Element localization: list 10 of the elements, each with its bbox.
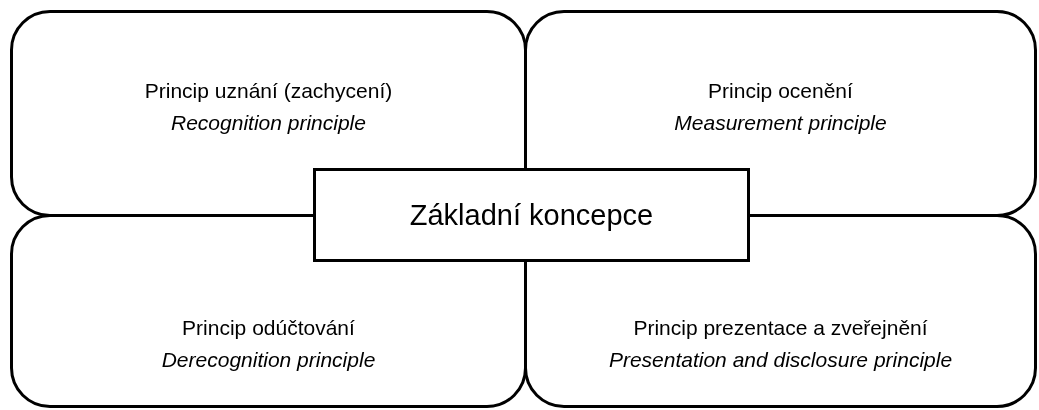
principle-title: Princip uznání (zachycení) bbox=[144, 78, 393, 104]
principle-title: Princip prezentace a zveřejnění bbox=[633, 315, 928, 341]
principle-title: Princip ocenění bbox=[708, 78, 853, 104]
center-box bbox=[313, 168, 750, 262]
english-term: Presentation and disclosure principle bbox=[608, 347, 953, 373]
english-term: Recognition principle bbox=[171, 110, 366, 136]
principle-title: Princip odúčtování bbox=[182, 315, 355, 341]
english-term: Derecognition principle bbox=[161, 347, 376, 373]
center-title: Základní koncepce bbox=[409, 199, 654, 231]
english-term: Measurement principle bbox=[674, 110, 887, 136]
